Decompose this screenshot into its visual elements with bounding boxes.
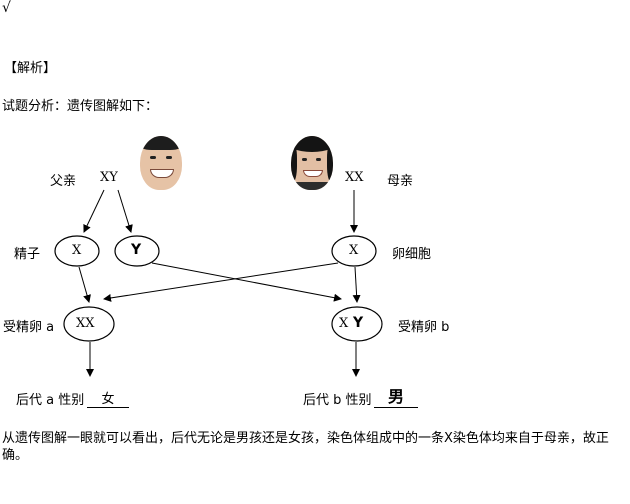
mother-label: 母亲 bbox=[387, 174, 414, 189]
offspring-b-label: 后代 b 性别 bbox=[303, 393, 372, 408]
father-genotype: XY bbox=[100, 170, 118, 185]
intro-text: 试题分析：遗传图解如下： bbox=[2, 99, 159, 114]
offspring-a-answer: 女 bbox=[87, 388, 129, 408]
zygote-a-label: 受精卵 a bbox=[3, 320, 55, 335]
mother-genotype: XX bbox=[345, 170, 364, 185]
zygote-a-genotype: XX bbox=[76, 316, 95, 331]
mother-photo bbox=[291, 136, 333, 190]
arrow-egg-to-zygote-b bbox=[352, 266, 361, 303]
sperm-x-ellipse bbox=[54, 235, 100, 267]
sperm-y-text: Y bbox=[131, 242, 142, 258]
egg-label: 卵细胞 bbox=[392, 247, 432, 262]
zygote-a-ellipse bbox=[63, 306, 115, 342]
zygote-b-y: Y bbox=[353, 315, 364, 331]
offspring-b-answer: 男 bbox=[374, 383, 418, 408]
zygote-b-label: 受精卵 b bbox=[398, 320, 450, 335]
egg-x-ellipse bbox=[331, 235, 377, 267]
check-mark: √ bbox=[2, 0, 11, 16]
arrow-sperm-x-to-zygote-a bbox=[78, 266, 91, 303]
arrow-sperm-y-to-zygote-b bbox=[151, 262, 342, 302]
father-photo bbox=[140, 136, 182, 190]
arrow-father-to-sperm-y bbox=[117, 189, 133, 233]
arrow-egg-to-zygote-a bbox=[103, 262, 339, 302]
conclusion-text: 从遗传图解一眼就可以看出，后代无论是男孩还是女孩，染色体组成中的一条X染色体均来… bbox=[2, 431, 609, 463]
sperm-x-text: X bbox=[72, 243, 82, 258]
father-label: 父亲 bbox=[50, 174, 77, 189]
zygote-b-x: X bbox=[339, 316, 349, 331]
sperm-y-ellipse bbox=[114, 235, 160, 267]
zygote-b-ellipse bbox=[331, 306, 383, 342]
arrow-father-to-sperm-x bbox=[83, 189, 105, 233]
egg-x-text: X bbox=[349, 243, 359, 258]
section-title: 【解析】 bbox=[4, 61, 57, 76]
sperm-label: 精子 bbox=[14, 247, 41, 262]
offspring-a-label: 后代 a 性别 bbox=[16, 393, 85, 408]
